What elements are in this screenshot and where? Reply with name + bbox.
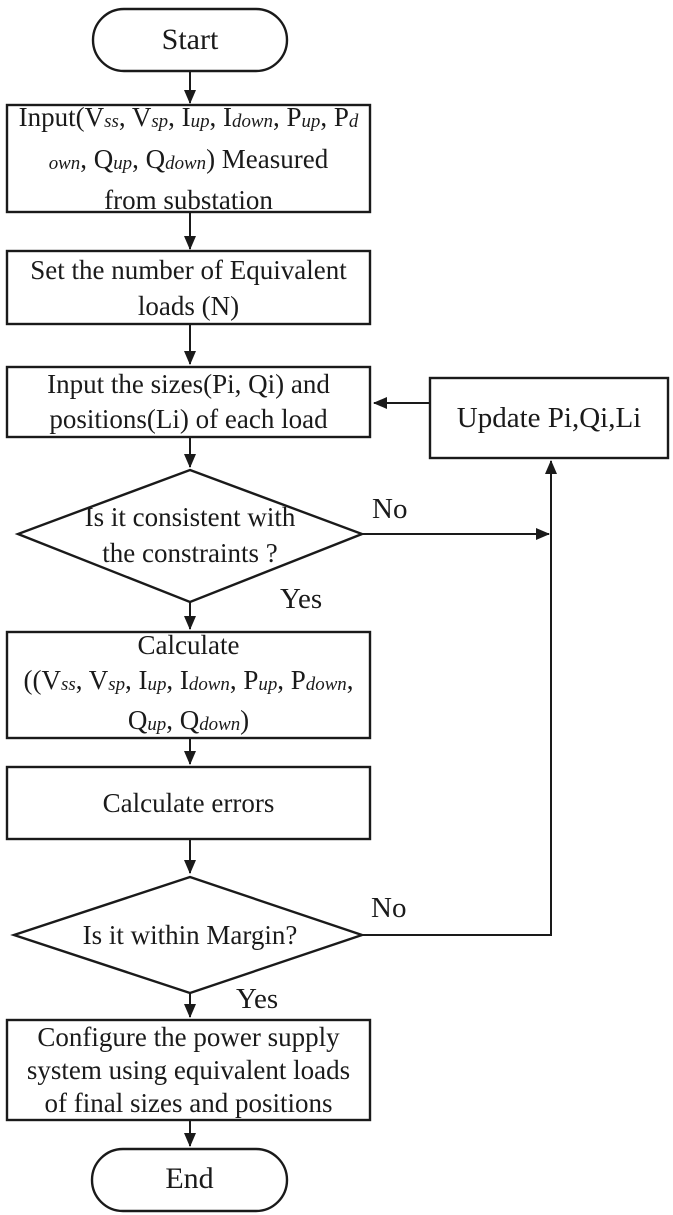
process-input-measured xyxy=(5,103,372,214)
process-configure xyxy=(5,1018,372,1122)
decision-margin xyxy=(10,875,366,995)
process-calculate xyxy=(5,630,372,740)
decision-constraints xyxy=(14,468,366,604)
process-calculate-errors xyxy=(5,765,372,841)
process-input-sizes xyxy=(5,365,372,439)
process-update xyxy=(428,376,670,460)
terminal-start xyxy=(91,7,289,73)
process-set-number xyxy=(5,249,372,326)
terminal-end xyxy=(90,1147,289,1213)
connector-margin-no xyxy=(362,460,557,936)
